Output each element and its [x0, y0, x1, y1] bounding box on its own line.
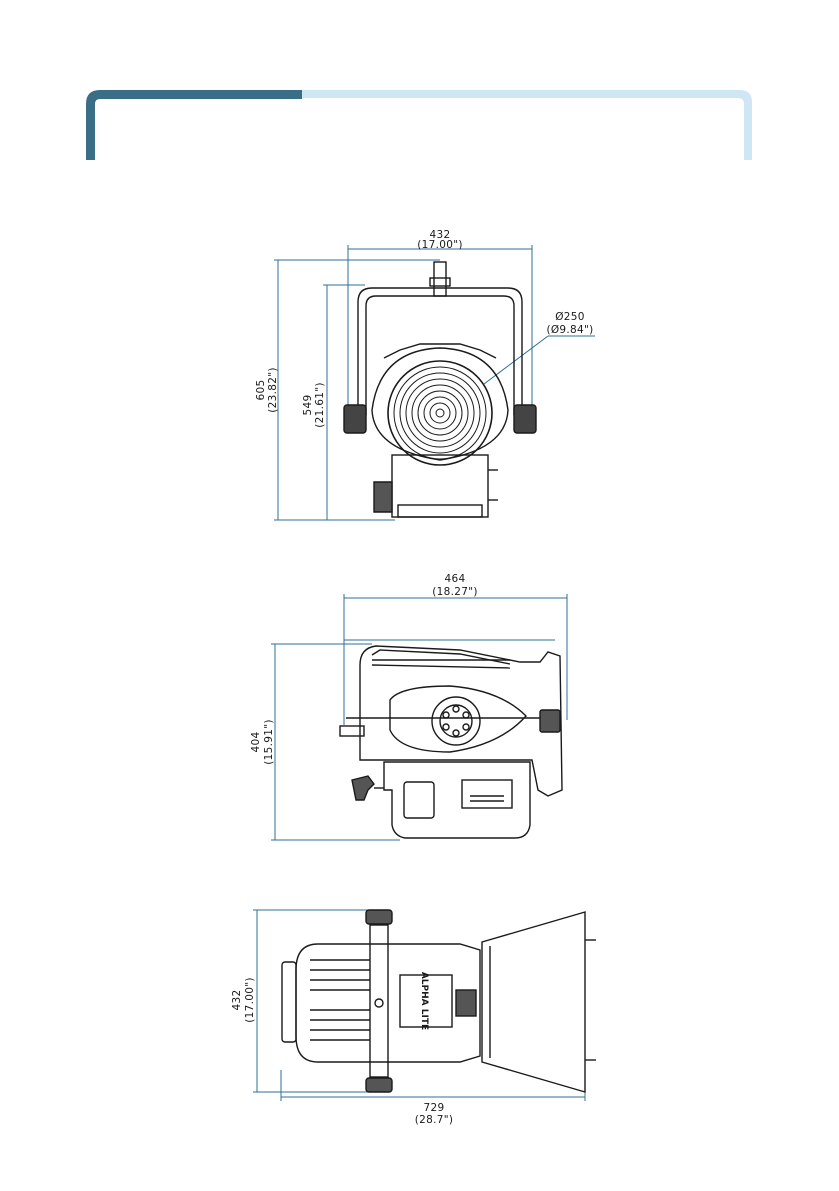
fresnel-top-outline: [282, 910, 596, 1092]
front-height-total-mm: 605: [255, 380, 267, 401]
side-depth-mm: 464: [445, 573, 466, 585]
yoke: [358, 288, 522, 415]
side-oval-panel: [390, 686, 526, 752]
front-view: 432 (17.00") Ø250 (Ø9.84") 605 (23.82") …: [255, 229, 595, 520]
front-lens-mm: Ø250: [555, 311, 585, 323]
side-height-in: (15.91"): [263, 719, 275, 764]
front-height-body-in: (21.61"): [314, 382, 326, 427]
side-knob: [540, 710, 560, 732]
front-width-in: (17.00"): [417, 239, 462, 251]
top-width-mm: 432: [231, 990, 243, 1011]
top-width-in: (17.00"): [244, 977, 256, 1022]
front-height-body-mm: 549: [302, 395, 314, 416]
top-length-in: (28.7"): [415, 1114, 454, 1126]
top-length-mm: 729: [424, 1102, 445, 1114]
side-connector: [404, 782, 434, 818]
top-yoke: [370, 925, 388, 1077]
top-view: ALPHA LITE 432 (17.00") 729 (28.7"): [231, 910, 596, 1126]
top-view-dimensions: [253, 910, 585, 1101]
side-label-plate: [462, 780, 512, 808]
fresnel-front-outline: [344, 262, 536, 517]
fresnel-side-outline: [340, 646, 562, 838]
side-view: 464 (18.27") 404 (15.91"): [250, 573, 567, 840]
front-lens-in: (Ø9.84"): [546, 324, 593, 336]
right-knob: [514, 405, 536, 433]
left-knob: [344, 405, 366, 433]
side-view-dimensions: [271, 594, 567, 840]
side-depth-in: (18.27"): [432, 586, 477, 598]
side-height-mm: 404: [250, 732, 262, 753]
front-height-total-in: (23.82"): [267, 367, 279, 412]
fresnel-lens: [388, 361, 492, 465]
top-logo-text: ALPHA LITE: [419, 972, 429, 1030]
barndoor: [482, 912, 585, 1092]
